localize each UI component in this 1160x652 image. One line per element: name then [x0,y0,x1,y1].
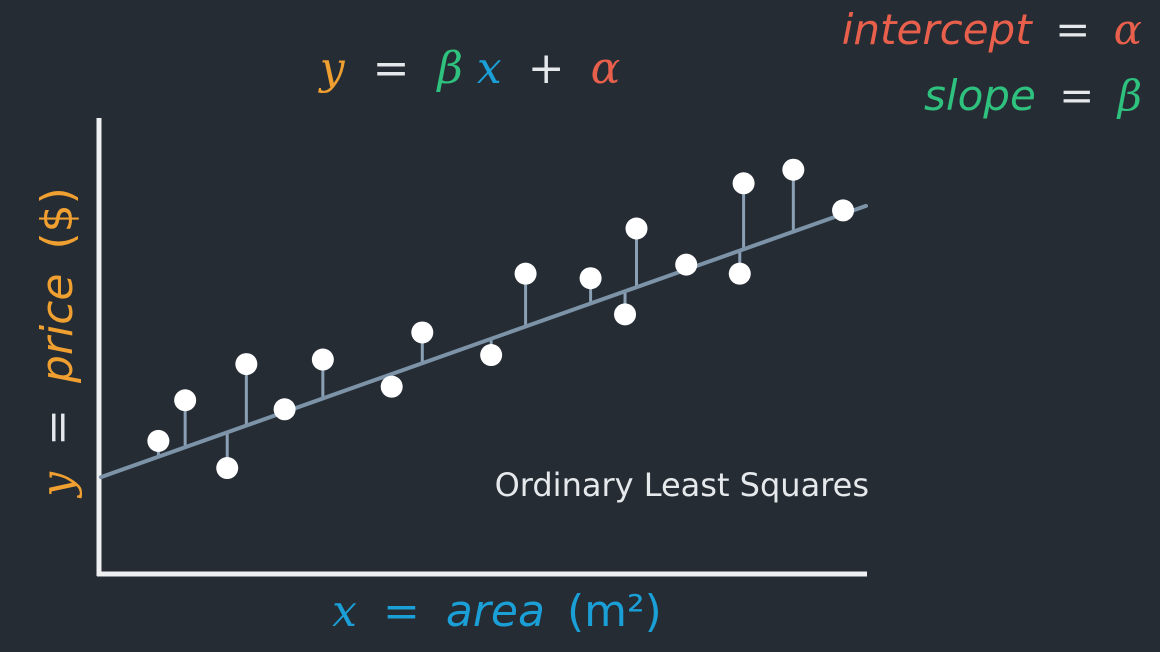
regression-line [99,203,868,480]
equation-y: y [318,43,346,94]
data-point-3 [216,457,239,480]
x-axis-label-word: area [446,586,545,637]
intercept-word: intercept [842,5,1033,54]
slope-equals: = [1059,71,1094,120]
y-axis-label: y = price ($) [32,187,83,499]
x-axis-label-equals: = [383,586,420,637]
data-point-12 [614,303,637,326]
equation-equals: = [373,43,410,94]
x-axis-label-var: x [332,586,357,637]
data-point-6 [311,348,334,371]
data-point-15 [728,262,751,285]
data-point-11 [579,267,602,290]
data-point-4 [235,353,258,376]
data-point-16 [732,172,755,195]
data-point-14 [675,253,698,276]
equation-plus: + [528,43,565,94]
equation: y = β x + α [318,43,621,94]
chart-title: Ordinary Least Squares [495,466,869,504]
slope-symbol: β [1116,71,1142,120]
data-point-8 [411,321,434,344]
residual-lines [156,169,845,469]
fit-line-group [99,203,868,480]
x-axis-label-unit: (m²) [567,586,662,637]
data-points [147,158,855,480]
data-point-10 [514,262,537,285]
y-axis-label-word: price [32,274,83,385]
x-axis-label: x = area (m²) [332,586,662,637]
equation-beta: β [435,43,462,94]
equation-alpha: α [591,43,621,94]
equation-x: x [477,43,502,94]
data-point-7 [380,375,403,398]
y-axis-label-var: y [32,471,83,499]
slope-legend: slope = β [924,71,1142,120]
data-point-13 [625,217,648,240]
intercept-legend: intercept = α [842,5,1142,54]
y-axis-label-equals: = [32,409,83,446]
data-point-1 [147,429,170,452]
data-point-5 [273,398,296,421]
slope-word: slope [924,71,1036,120]
intercept-equals: = [1055,5,1090,54]
data-point-17 [782,158,805,181]
data-point-2 [174,389,197,412]
y-axis-label-unit: ($) [32,187,83,249]
intercept-symbol: α [1114,5,1142,54]
data-point-18 [832,199,855,222]
data-point-9 [480,344,503,367]
